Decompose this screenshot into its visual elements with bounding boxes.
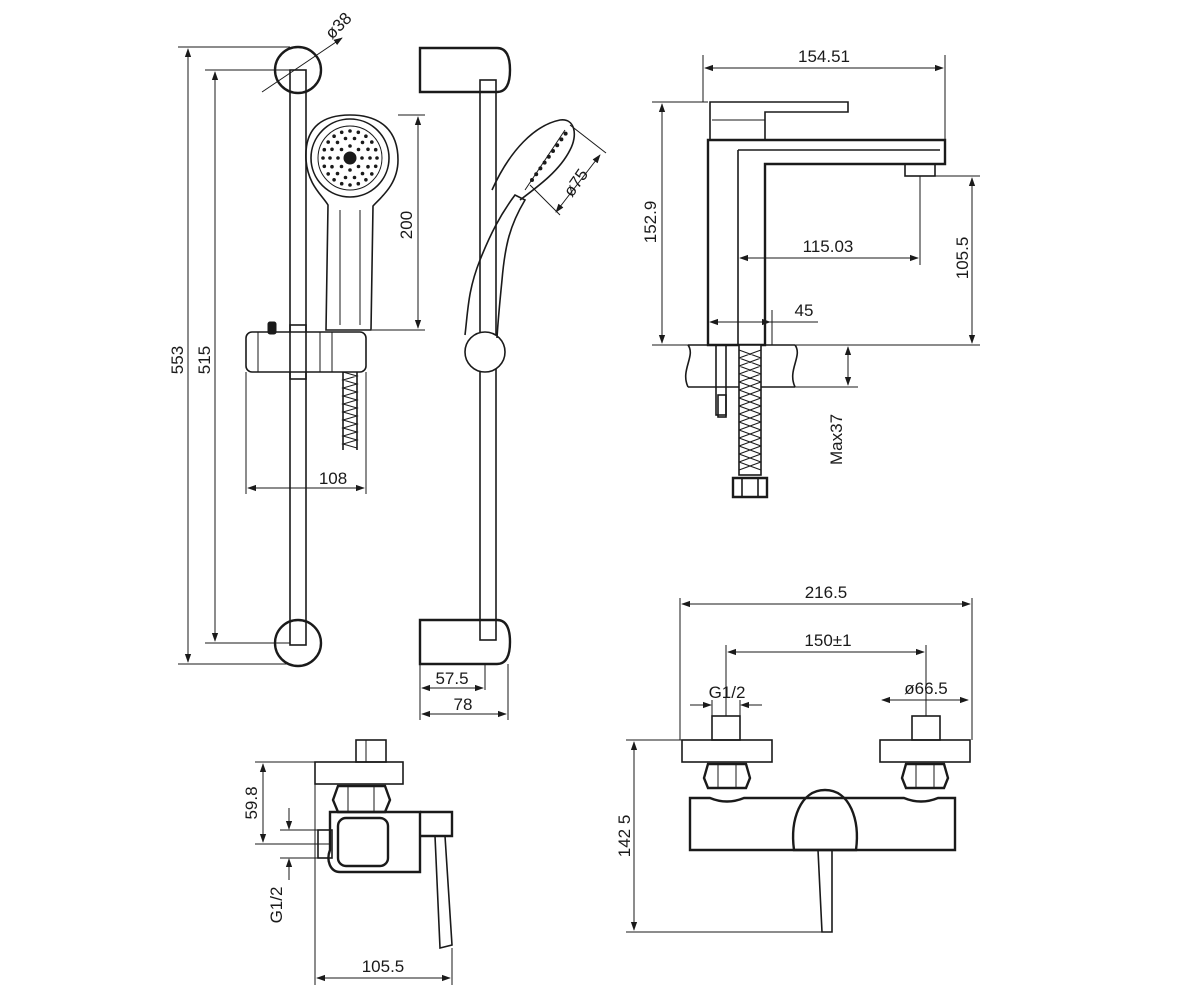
nozzle-dot (352, 136, 357, 141)
nozzle-dot (330, 147, 334, 152)
shower-mixer-side-view: 59.8 G1/2 105.5 (242, 739, 454, 985)
dim-basin-reach: 154.51 (798, 47, 850, 66)
hand-shower-front (305, 114, 399, 331)
nozzle-dot (360, 171, 365, 176)
dim-side-inlet-height: 59.8 (242, 786, 261, 819)
nozzle-dot (373, 147, 378, 152)
nozzle-dot (348, 183, 352, 187)
dim-spout-height: 105.5 (953, 237, 972, 280)
nozzle-dot (542, 160, 547, 165)
nozzle-dot (368, 156, 372, 160)
nozzle-dot (339, 164, 344, 169)
nozzle-dot (339, 130, 344, 135)
nozzle-dot (322, 147, 327, 152)
dim-head-diameter: ø75 (560, 165, 592, 200)
nozzle-dot (364, 134, 368, 138)
dim-basin-height: 152.9 (641, 201, 660, 244)
nozzle-dot (356, 130, 361, 135)
nozzle-dot (555, 143, 560, 148)
nozzle-dot (530, 178, 534, 182)
holder-side (464, 331, 506, 373)
nozzle-dot (322, 164, 327, 169)
nozzle-dot (356, 181, 361, 186)
nozzle-dot (360, 140, 365, 145)
dim-deck-thickness: Max37 (827, 414, 846, 465)
basin-mixer-side-view: 154.51 152.9 115.03 105.5 45 Max37 (641, 47, 980, 499)
nozzle-dot (366, 147, 370, 152)
dim-rail-height: 553 (168, 346, 187, 374)
nozzle-dot (335, 171, 340, 176)
nozzle-dot (328, 156, 332, 160)
dim-handset-height: 200 (397, 211, 416, 239)
nozzle-dot (373, 164, 378, 169)
dim-holder-width: 108 (319, 469, 347, 488)
nozzle-dot (336, 156, 340, 160)
dim-wall-offset-inner: 57.5 (435, 669, 468, 688)
nozzle-dot (348, 129, 352, 133)
nozzle-dot (352, 175, 357, 180)
nozzle-dot (321, 156, 325, 160)
nozzle-dot (332, 134, 336, 138)
nozzle-dot (538, 166, 543, 171)
dim-shower-centers: 150±1 (804, 631, 851, 650)
dim-rail-centers: 515 (195, 346, 214, 374)
nozzle-dot (343, 175, 348, 180)
dim-shower-width: 216.5 (805, 583, 848, 602)
nozzle-dot (366, 164, 370, 169)
nozzle-dot (356, 147, 361, 152)
nozzle-dot (370, 172, 374, 176)
dim-rail-diameter: ø38 (321, 9, 355, 43)
slide-rail-side-view: ø75 57.5 78 (418, 46, 607, 720)
nozzle-dot (559, 137, 564, 142)
dim-shower-inlet: G1/2 (709, 683, 746, 702)
nozzle-dot (330, 164, 334, 169)
shower-hose (341, 371, 359, 450)
nozzle-dot (370, 140, 374, 144)
nozzle-dot (339, 147, 344, 152)
dim-side-depth: 105.5 (362, 957, 405, 976)
nozzle-dot (326, 172, 331, 176)
shower-mixer-front-view: 216.5 150±1 G1/2 ø66.5 142 5 (615, 583, 973, 933)
nozzle-dot (563, 131, 568, 136)
dim-body-width: 45 (795, 301, 814, 320)
nozzle-dot (348, 168, 352, 172)
nozzle-dot (339, 181, 344, 186)
nozzle-dot (335, 140, 340, 145)
nozzle-dot (546, 154, 551, 159)
nozzle-dot (326, 140, 331, 144)
dim-side-thread: G1/2 (267, 887, 286, 924)
dim-spout-reach: 115.03 (803, 237, 854, 256)
nozzle-dot (348, 144, 352, 148)
dim-wall-offset-outer: 78 (454, 695, 473, 714)
slide-holder (245, 321, 367, 380)
nozzle-dot (375, 156, 379, 160)
nozzle-dot (534, 172, 539, 177)
nozzle-dot (332, 178, 336, 182)
nozzle-dot (360, 156, 364, 160)
dim-shower-height: 142 5 (615, 815, 634, 858)
nozzle-dot (551, 149, 555, 153)
nozzle-dot (356, 164, 361, 169)
nozzle-dot (343, 136, 348, 141)
dim-shower-escutcheon: ø66.5 (904, 679, 947, 698)
slide-rail-front-view: 553 515 ø38 200 108 (168, 9, 425, 668)
nozzle-dot (364, 178, 368, 182)
